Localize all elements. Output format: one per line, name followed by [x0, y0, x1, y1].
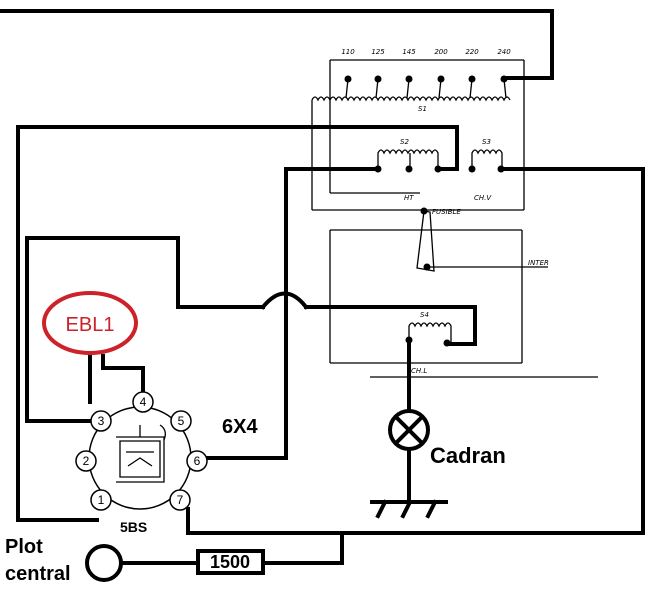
winding-label-s4: S4: [420, 311, 429, 319]
wiring: [0, 9, 645, 565]
tube-label-ebl1: EBL1: [42, 291, 138, 355]
tap-label-200: 200: [434, 48, 448, 56]
terminal-label-ht: HT: [404, 194, 414, 202]
pin-5-number: 5: [178, 414, 185, 428]
terminal-label-chv: CH.V: [474, 194, 492, 202]
tube-label-text: EBL1: [66, 314, 115, 336]
socket-label: 5BS: [120, 519, 147, 535]
pin-5: [170, 410, 192, 432]
tap-label-110: 110: [341, 48, 355, 56]
pin-2: [75, 450, 97, 472]
winding-label-s3: S3: [482, 138, 491, 146]
terminal-label-fusible: FUSIBLE: [432, 208, 461, 216]
winding-label-s1: S1: [418, 105, 427, 113]
rectifier-label: 6X4: [222, 416, 258, 438]
pin-6: [186, 450, 208, 472]
pin-3: [90, 410, 112, 432]
pin-7: [169, 489, 191, 511]
terminal-label-chl: CH.L: [411, 367, 427, 375]
pin-6-number: 6: [194, 454, 201, 468]
voltage-tap-labels: 110 125 145 200 220 240: [341, 48, 511, 56]
tap-label-240: 240: [497, 48, 511, 56]
resistor-value: 1500: [210, 552, 250, 572]
pin-4-number: 4: [140, 395, 147, 409]
lamp-label: Cadran: [430, 443, 506, 468]
plot-label-line2: central: [5, 563, 71, 585]
pin-7-number: 7: [177, 493, 184, 507]
pin-2-number: 2: [83, 454, 90, 468]
winding-label-s2: S2: [400, 138, 409, 146]
lamp-winding-s4: S4 CH.L: [405, 311, 452, 375]
primary-winding-s1: S1: [311, 96, 511, 113]
terminal-label-inter: INTER: [528, 259, 549, 267]
plot-label-line1: Plot: [5, 536, 43, 558]
pin-4: [132, 391, 154, 413]
primary-tap-dots: [344, 75, 508, 99]
tap-label-145: 145: [402, 48, 416, 56]
resistor-1500: 1500: [196, 549, 265, 575]
pin-1-number: 1: [98, 493, 105, 507]
socket-pins: 1 2 3 4 5 6 7: [75, 391, 208, 511]
switch-box: INTER: [329, 229, 598, 378]
dial-lamp: [388, 409, 430, 451]
fuse: FUSIBLE: [416, 207, 461, 272]
transformer-block: [311, 59, 525, 211]
tap-label-125: 125: [371, 48, 385, 56]
ground-symbol: [370, 499, 448, 519]
pin-3-number: 3: [98, 414, 105, 428]
central-stud: Plot central: [5, 536, 123, 585]
pin-1: [90, 489, 112, 511]
tap-label-220: 220: [465, 48, 479, 56]
